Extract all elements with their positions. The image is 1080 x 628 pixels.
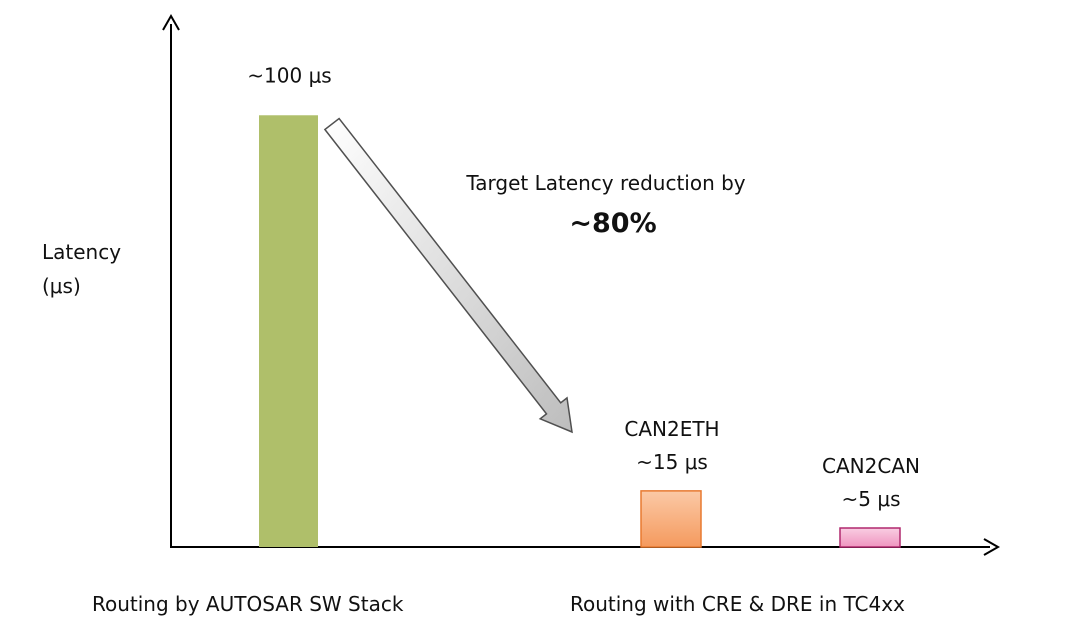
bar-name-label-can2eth: CAN2ETH xyxy=(624,417,719,441)
bar-value-label-can2eth: ~15 μs xyxy=(636,450,708,474)
x-axis-arrowhead xyxy=(983,538,1001,556)
group-label-tc4xx: Routing with CRE & DRE in TC4xx xyxy=(570,592,905,616)
y-axis-arrowhead xyxy=(162,13,180,31)
bar-value-label-autosar: ~100 μs xyxy=(247,63,331,87)
bar-value-label-can2can: ~5 μs xyxy=(842,487,901,511)
group-label-autosar: Routing by AUTOSAR SW Stack xyxy=(92,592,404,616)
annotation-highlight: ~80% xyxy=(569,208,656,239)
bar-can2can xyxy=(839,527,901,548)
reduction-arrow xyxy=(323,117,573,434)
annotation-text: Target Latency reduction by xyxy=(465,171,745,195)
bar-name-label-can2can: CAN2CAN xyxy=(822,454,920,478)
y-axis-label-line-2: (μs) xyxy=(42,274,81,298)
bar-autosar-sw-stack xyxy=(259,115,318,548)
bar-can2eth xyxy=(640,490,702,548)
y-axis-label-line-1: Latency xyxy=(42,240,121,264)
